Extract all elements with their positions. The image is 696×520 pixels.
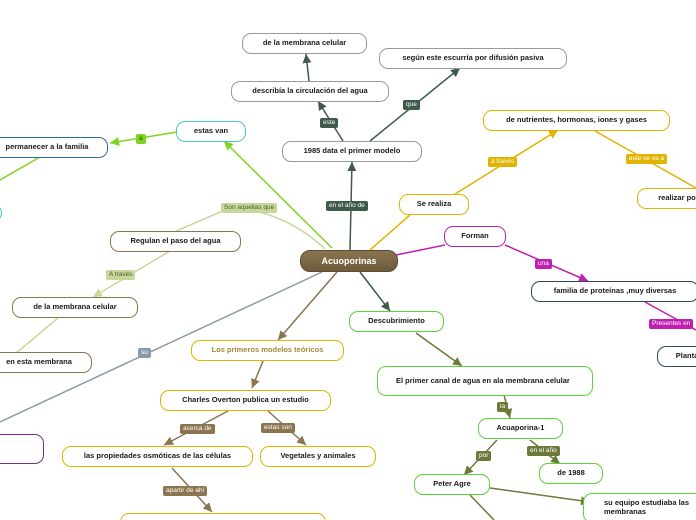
node-de-la-membrana-celular-mid[interactable]: de la membrana celular: [12, 297, 138, 318]
node-en-esta-membrana[interactable]: en esta membrana: [0, 352, 92, 373]
link-root-su: [0, 271, 323, 423]
link-peter-down: [469, 494, 495, 520]
node-bottom-yellow[interactable]: [120, 513, 326, 520]
link-root-serealiza: [369, 214, 411, 251]
node-propiedades-osmoticas[interactable]: las propiedades osmóticas de las células: [62, 446, 253, 467]
label-en-el-ano-de: en el año de: [326, 201, 368, 211]
label-la: la: [497, 402, 509, 412]
node-offscreen-purple[interactable]: [0, 434, 44, 464]
label-una: una: [535, 259, 552, 269]
label-son-aquellas-que: Son aquellas que: [221, 203, 278, 213]
node-descubrimiento[interactable]: Descubrimiento: [349, 311, 444, 332]
link-root-primeros: [277, 271, 338, 341]
node-describia-circulacion[interactable]: describía la circulación del agua: [231, 81, 389, 102]
node-realizar-po[interactable]: realizar po: [637, 188, 696, 209]
label-a-traves-left: A través: [106, 270, 136, 280]
node-peter-agre[interactable]: Peter Agre: [414, 474, 490, 495]
node-de-1988[interactable]: de 1988: [539, 463, 603, 484]
node-planta[interactable]: Planta: [657, 346, 696, 367]
node-permanecer-familia[interactable]: permanecer a la familia: [0, 137, 108, 158]
node-primer-canal-agua[interactable]: El primer canal de agua en ala membrana …: [377, 366, 593, 396]
node-familia-proteinas[interactable]: familia de proteínas ,muy diversas: [531, 281, 696, 302]
label-apartir-de-ahi: apartir de ahí: [163, 486, 208, 496]
label-estas-son: estas son: [261, 423, 295, 433]
link-root-descubrimiento: [359, 271, 391, 312]
label-su: su: [138, 348, 151, 358]
node-forman[interactable]: Forman: [444, 226, 506, 247]
label-presentes-en: Presentes en: [649, 319, 694, 329]
link-membrana-enesta: [14, 317, 59, 355]
label-a-traves-top: a través: [488, 157, 518, 167]
link-describia-membrana: [302, 53, 312, 82]
node-su-equipo-membranas[interactable]: su equipo estudiaba las membranas: [583, 493, 696, 520]
link-root-forman: [395, 244, 446, 256]
link-root-estasvan: [223, 140, 333, 249]
node-primeros-modelos[interactable]: Los primeros modelos teóricos: [191, 340, 344, 361]
node-charles-overton[interactable]: Charles Overton publica un estudio: [160, 390, 331, 411]
link-peter-equipo: [489, 487, 591, 506]
label-por: por: [476, 451, 492, 461]
node-segun-difusion-pasiva[interactable]: según este escurría por difusión pasiva: [379, 48, 567, 69]
label-este: este: [320, 118, 339, 128]
node-acuaporina-1[interactable]: Acuaporina-1: [478, 418, 563, 439]
node-estas-van[interactable]: estas van: [176, 121, 246, 142]
node-regulan-paso-agua[interactable]: Regulan el paso del agua: [110, 231, 241, 252]
label-a: a: [136, 134, 146, 144]
node-vegetales-animales[interactable]: Vegetales y animales: [260, 446, 376, 467]
node-nutrientes-hormonas[interactable]: de nutrientes, hormonas, iones y gases: [483, 110, 670, 131]
link-descubrimiento-canal: [415, 332, 463, 367]
node-se-realiza[interactable]: Se realiza: [399, 194, 469, 215]
node-1985-primer-modelo[interactable]: 1985 data el primer modelo: [282, 141, 422, 162]
link-primeros-charles: [251, 360, 264, 389]
link-permanecer-off: [0, 156, 41, 181]
node-de-la-membrana-celular-top[interactable]: de la membrana celular: [242, 33, 367, 54]
node-acuoporinas-root[interactable]: Acuoporinas: [300, 250, 398, 272]
label-que: que: [403, 100, 420, 110]
label-en-el-ano: en el año: [527, 446, 560, 456]
label-este-se-va-a: este se va a: [626, 154, 668, 164]
label-acerca-de: acerca de: [180, 424, 215, 434]
